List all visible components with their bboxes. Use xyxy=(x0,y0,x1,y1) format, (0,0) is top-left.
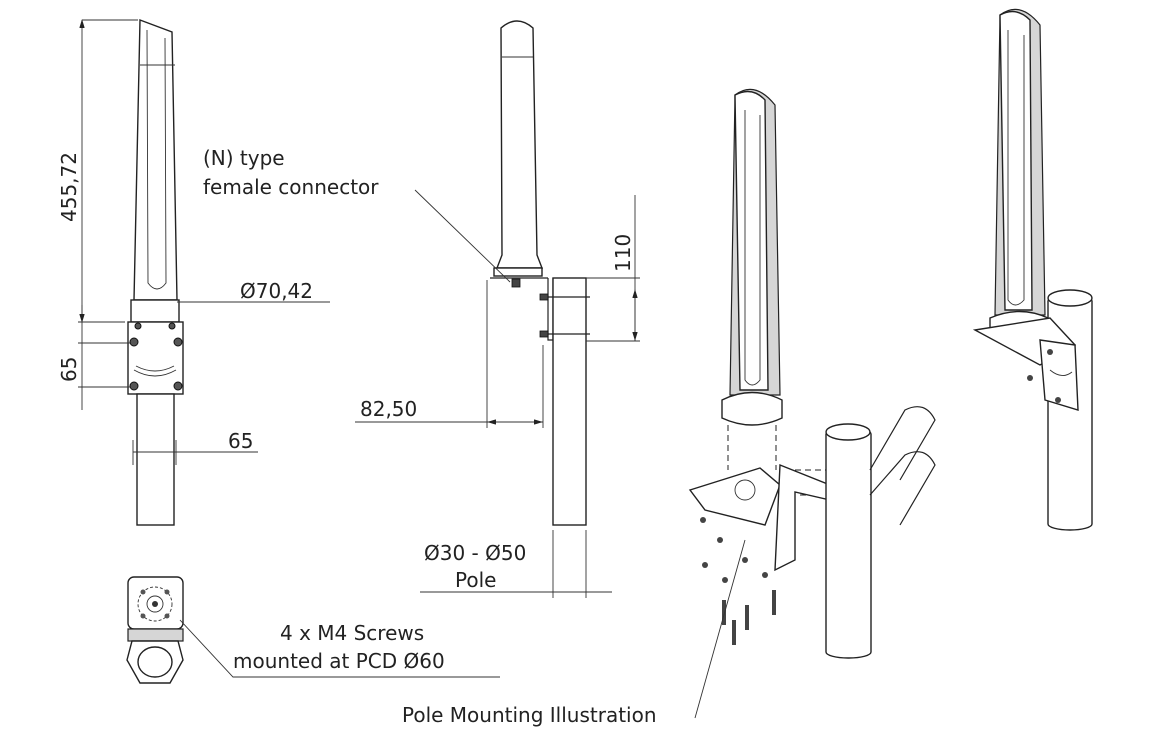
isometric-exploded-view: Pole Mounting Illustration xyxy=(402,88,936,727)
antenna-radome xyxy=(133,18,178,301)
illustration-caption: Pole Mounting Illustration xyxy=(402,703,657,727)
n-connector xyxy=(511,278,521,288)
pole xyxy=(552,277,587,526)
illustration-leader xyxy=(694,539,746,719)
top-view: 4 x M4 Screws mounted at PCD Ø60 xyxy=(126,576,500,684)
screws-leader xyxy=(179,619,500,678)
screws-label-line1: 4 x M4 Screws xyxy=(280,621,424,645)
screws-label-line2: mounted at PCD Ø60 xyxy=(233,649,445,673)
offset-height-dimension: 110 xyxy=(611,234,635,272)
pole-diameter-dimension: Ø30 - Ø50 xyxy=(424,541,526,565)
u-bolt xyxy=(869,406,936,481)
connector-label-line2: female connector xyxy=(203,175,379,199)
side-view: (N) type female connector 110 82,50 Ø30 … xyxy=(203,20,640,598)
offset-depth-dimension: 82,50 xyxy=(360,397,417,421)
pole xyxy=(825,427,872,659)
pole-label: Pole xyxy=(455,568,496,592)
pole xyxy=(136,393,175,526)
antenna-radome xyxy=(495,20,544,269)
u-bolt xyxy=(869,451,936,526)
bracket-height-dimension: 65 xyxy=(57,357,81,382)
mounting-plate xyxy=(688,467,781,526)
connector-label-line1: (N) type xyxy=(203,146,285,170)
connector-leader xyxy=(414,189,511,283)
front-view: 455,72 65 Ø70,42 65 xyxy=(57,18,330,526)
bracket-width-dimension: 65 xyxy=(228,429,253,453)
antenna-base xyxy=(130,299,180,323)
diameter-dimension: Ø70,42 xyxy=(240,279,313,303)
height-dimension: 455,72 xyxy=(57,152,81,222)
isometric-assembled-view xyxy=(972,8,1093,531)
